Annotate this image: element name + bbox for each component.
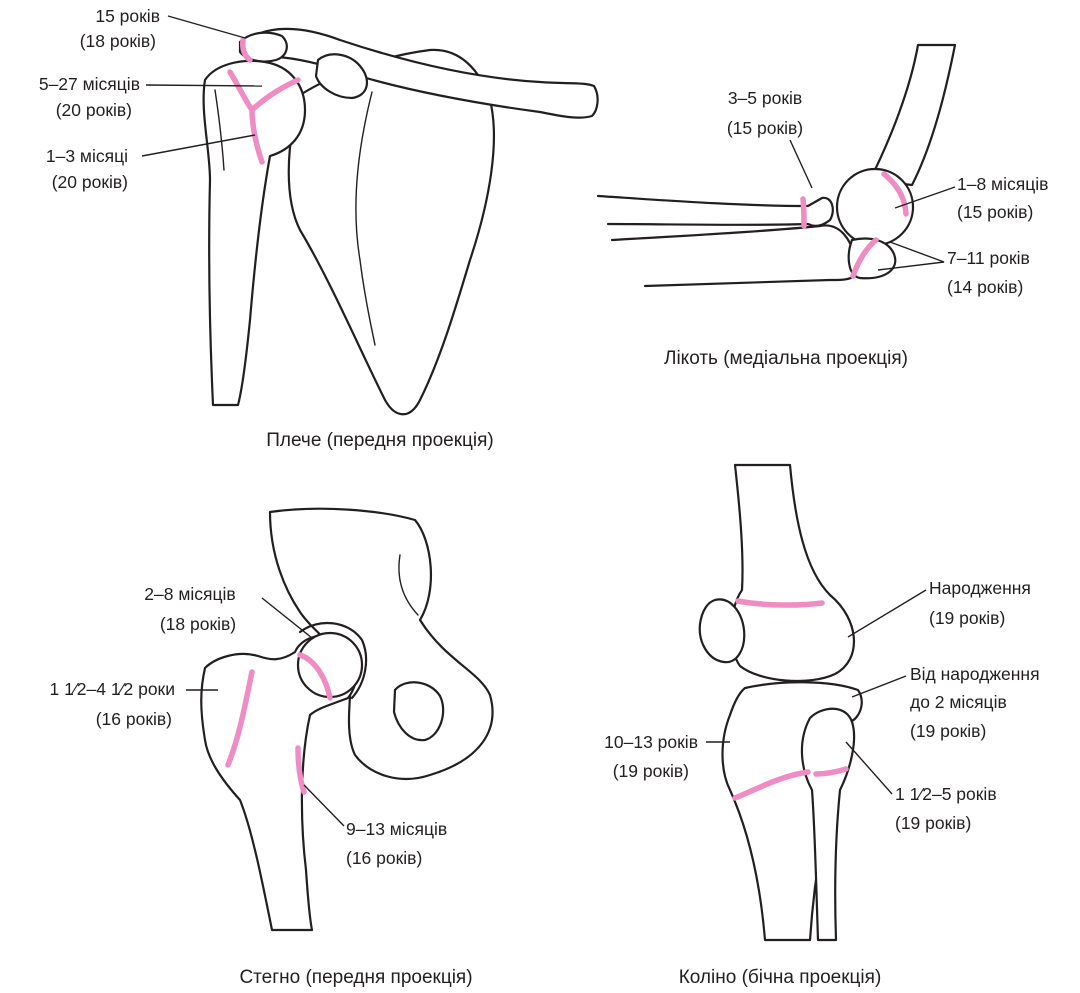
shoulder-growth-plate-acromion [240, 37, 253, 63]
elbow-growth-plate-radial-head [800, 196, 807, 229]
shoulder-caption: Плече (передня проекція) [266, 430, 494, 451]
elbow-growth-plate-medial-epicondyle [881, 171, 909, 217]
radius [596, 194, 834, 227]
label-line: 2–8 місяців [144, 584, 235, 604]
elbow-label-trochlea: 7–11 років (14 років) [877, 241, 1030, 297]
hip-label-lesser-trochanter: 9–13 місяців (16 років) [303, 784, 447, 868]
leader-line [141, 134, 256, 157]
label-line: Народження [929, 578, 1031, 598]
leader-line [789, 139, 813, 189]
knee-panel: Народження (19 років) Від народження до … [604, 463, 1040, 988]
fibula [800, 707, 856, 942]
label-line: (18 років) [80, 31, 156, 51]
hip-label-femoral-head: 2–8 місяців (18 років) [144, 584, 313, 639]
hip-growth-plate-lesser-trochanter [295, 745, 307, 795]
femur [200, 634, 359, 932]
label-line: Від народження [910, 664, 1040, 684]
hip-panel: 2–8 місяців (18 років) 1 1⁄2–4 1⁄2 роки … [50, 507, 494, 988]
label-line: 9–13 місяців [346, 819, 447, 839]
leader-line [167, 15, 246, 39]
knee-caption: Коліно (бічна проекція) [679, 967, 882, 988]
elbow-caption: Лікоть (медіальна проекція) [664, 348, 908, 369]
acetabulum-rim [298, 621, 368, 700]
label-line: 10–13 років [604, 732, 698, 752]
label-line: (18 років) [160, 614, 236, 634]
leader-line [145, 84, 263, 87]
leader-line [847, 589, 927, 638]
knee-drawing [698, 463, 863, 942]
leader-line [894, 186, 956, 209]
label-line: до 2 місяців [910, 692, 1007, 712]
humerus [868, 43, 957, 187]
pelvic-inner-line [398, 554, 419, 616]
hip-drawing [200, 507, 494, 932]
ulna [610, 224, 858, 288]
scapula [287, 48, 495, 416]
elbow-label-epicondyle: 1–8 місяців (15 років) [894, 174, 1048, 222]
label-line: 1 1⁄2–5 років [895, 784, 997, 804]
knee-growth-plate-distal-femur [735, 598, 825, 608]
knee-growth-plate-tibial-tuberosity [732, 769, 811, 801]
label-line: 15 років [95, 6, 160, 26]
shoulder-panel: 15 років (18 років) 5–27 місяців (20 рок… [39, 6, 599, 451]
label-line: (15 років) [957, 202, 1033, 222]
label-line: 1–8 місяців [957, 174, 1048, 194]
elbow-drawing [596, 43, 957, 288]
leader-line [261, 597, 313, 639]
humerus [202, 59, 307, 407]
obturator-foramen [392, 681, 445, 742]
label-line: 1 1⁄2–4 1⁄2 роки [50, 679, 175, 699]
shoulder-label-acromion: 15 років (18 років) [80, 6, 246, 51]
knee-label-distal-femur: Народження (19 років) [847, 578, 1031, 638]
elbow-label-radial-head: 3–5 років (15 років) [727, 88, 813, 189]
label-line: 7–11 років [947, 248, 1030, 268]
shoulder-label-tuberosity: 5–27 місяців (20 років) [39, 74, 263, 120]
knee-label-proximal-tibia: Від народження до 2 місяців (19 років) [851, 664, 1040, 741]
hip-caption: Стегно (передня проекція) [239, 967, 472, 988]
label-line: (19 років) [613, 761, 689, 781]
label-line: 5–27 місяців [39, 74, 140, 94]
elbow-panel: 3–5 років (15 років) 1–8 місяців (15 рок… [596, 43, 1048, 369]
knee-label-fibular-head: 1 1⁄2–5 років (19 років) [845, 741, 997, 833]
shoulder-label-head: 1–3 місяці (20 років) [46, 134, 256, 192]
hip-label-greater-trochanter: 1 1⁄2–4 1⁄2 роки (16 років) [50, 679, 218, 729]
leader-line [303, 784, 345, 827]
scapular-spine [355, 91, 376, 346]
shoulder-drawing [202, 27, 599, 416]
medial-epicondyle [835, 167, 915, 247]
coracoid [314, 53, 369, 100]
bicipital-groove [214, 89, 225, 171]
patella [698, 598, 746, 664]
leader-line [877, 241, 945, 271]
label-line: (19 років) [895, 813, 971, 833]
label-line: (16 років) [96, 709, 172, 729]
label-line: (14 років) [947, 277, 1023, 297]
hip-growth-plate-greater-trochanter [225, 669, 255, 768]
label-line: 3–5 років [728, 88, 802, 108]
knee-growth-plate-fibular-head [813, 766, 849, 777]
leader-line [851, 675, 907, 698]
elbow-growth-plate-trochlea [850, 237, 879, 279]
leader-line [845, 741, 893, 795]
label-line: (16 років) [346, 848, 422, 868]
label-line: 1–3 місяці [46, 146, 128, 166]
hip-growth-plate-femoral-head [297, 652, 333, 701]
label-line: (20 років) [52, 172, 128, 192]
label-line: (19 років) [929, 608, 1005, 628]
label-line: (19 років) [910, 721, 986, 741]
knee-label-tibial-tuberosity: 10–13 років (19 років) [604, 732, 730, 781]
label-line: (20 років) [56, 100, 132, 120]
femur [730, 463, 856, 683]
label-line: (15 років) [727, 118, 803, 138]
